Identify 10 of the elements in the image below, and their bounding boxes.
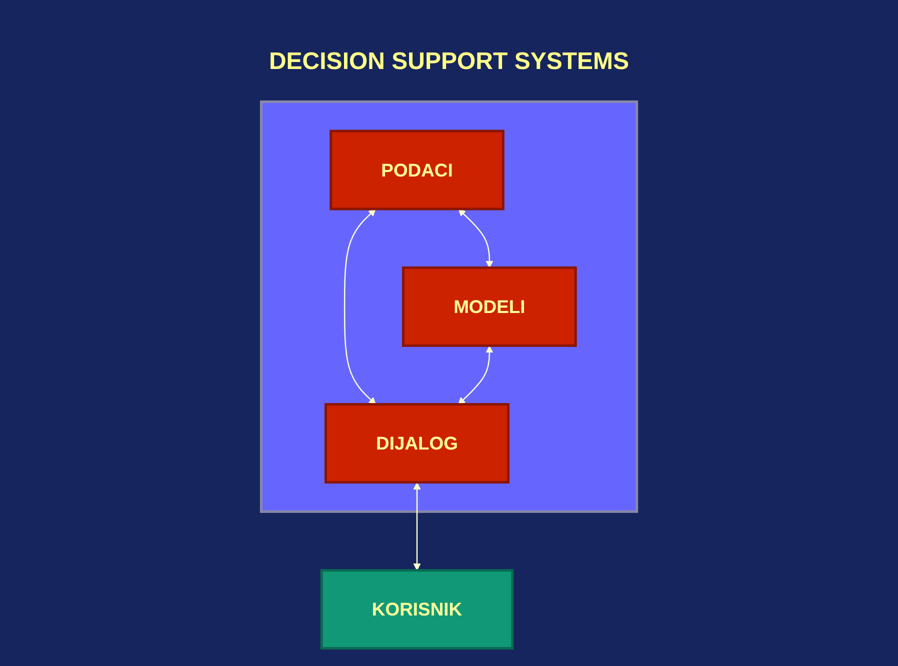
node-box: KORISNIK xyxy=(320,569,514,650)
cluster xyxy=(260,100,638,513)
arrow xyxy=(458,346,494,405)
arrow xyxy=(413,482,421,571)
arrow xyxy=(458,208,494,268)
diagram-title: DECISION SUPPORT SYSTEMS xyxy=(268,48,630,76)
node-box: DIJALOG xyxy=(324,403,510,484)
node-box: MODELI xyxy=(402,266,577,347)
node-box: PODACI xyxy=(330,130,504,210)
arrow xyxy=(344,208,376,405)
